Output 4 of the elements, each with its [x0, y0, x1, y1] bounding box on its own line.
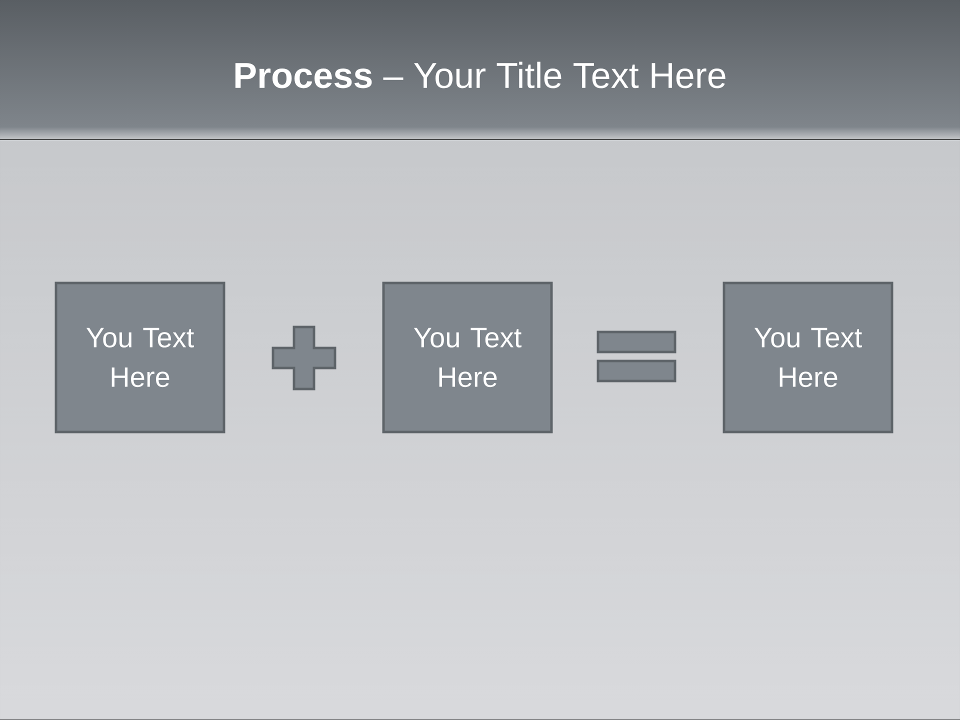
text-box: You Text Here	[722, 282, 894, 434]
text-box: You Text Here	[382, 282, 553, 434]
title: Process – Your Title Text Here	[235, 62, 726, 88]
text-box: You Text Here	[54, 282, 226, 434]
